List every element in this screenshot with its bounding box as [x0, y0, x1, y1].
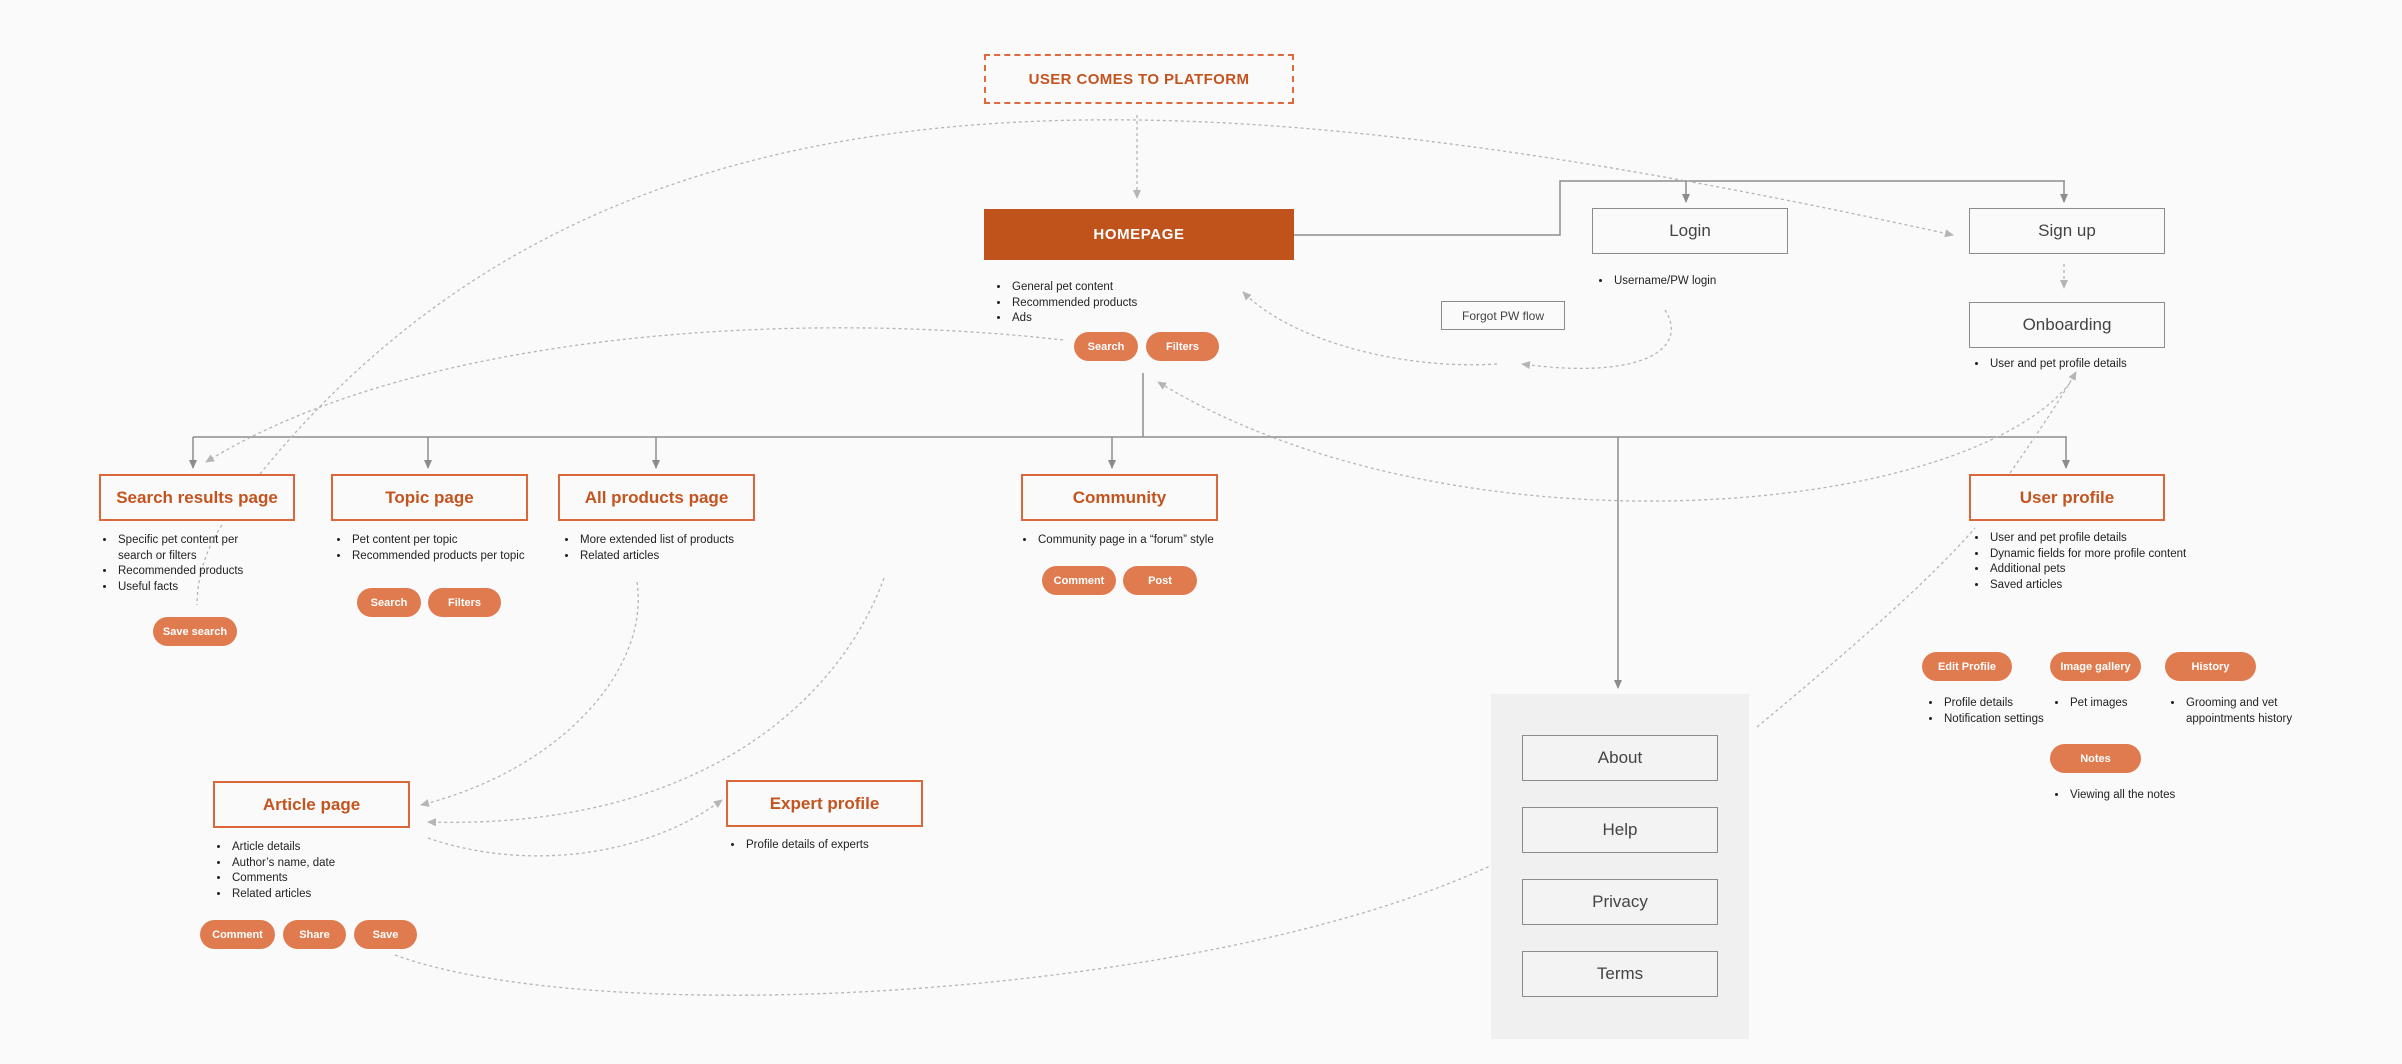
list-item: Article details [230, 840, 400, 856]
list-item: Related articles [230, 887, 400, 903]
edit-profile-notes: Profile details Notification settings [1930, 696, 2072, 727]
search-results-notes: Specific pet content per search or filte… [104, 533, 266, 595]
list-item: Recommended products [116, 564, 266, 580]
save-search-button[interactable]: Save search [153, 617, 237, 646]
list-item: Dynamic fields for more profile content [1988, 547, 2188, 563]
list-item: Comments [230, 871, 400, 887]
start-node: USER COMES TO PLATFORM [984, 54, 1294, 104]
homepage-node[interactable]: HOMEPAGE [984, 209, 1294, 260]
help-link[interactable]: Help [1522, 807, 1718, 853]
image-gallery-notes: Pet images [2056, 696, 2168, 712]
onboarding-notes: User and pet profile details [1976, 357, 2208, 373]
community-comment-button[interactable]: Comment [1042, 566, 1116, 595]
list-item: Grooming and vet appointments history [2184, 696, 2324, 727]
signup-node[interactable]: Sign up [1969, 208, 2165, 254]
list-item: Viewing all the notes [2068, 788, 2228, 804]
list-item: Profile details [1942, 696, 2072, 712]
homepage-search-button[interactable]: Search [1074, 332, 1138, 361]
community-notes: Community page in a “forum” style [1024, 533, 1246, 549]
list-item: Specific pet content per search or filte… [116, 533, 266, 564]
notes-notes: Viewing all the notes [2056, 788, 2228, 804]
article-page-node[interactable]: Article page [213, 781, 410, 828]
list-item: More extended list of products [578, 533, 778, 549]
list-item: Profile details of experts [744, 838, 944, 854]
expert-profile-notes: Profile details of experts [732, 838, 944, 854]
privacy-link[interactable]: Privacy [1522, 879, 1718, 925]
about-link[interactable]: About [1522, 735, 1718, 781]
history-notes: Grooming and vet appointments history [2172, 696, 2324, 727]
list-item: General pet content [1010, 280, 1250, 296]
article-save-button[interactable]: Save [354, 920, 417, 949]
login-node[interactable]: Login [1592, 208, 1788, 254]
list-item: Useful facts [116, 580, 266, 596]
list-item: Ads [1010, 311, 1250, 327]
list-item: Community page in a “forum” style [1036, 533, 1246, 549]
list-item: Pet images [2068, 696, 2168, 712]
list-item: Username/PW login [1612, 274, 1792, 290]
all-products-node[interactable]: All products page [558, 474, 755, 521]
list-item: Pet content per topic [350, 533, 560, 549]
notes-button[interactable]: Notes [2050, 744, 2141, 773]
login-notes: Username/PW login [1600, 274, 1792, 290]
expert-profile-node[interactable]: Expert profile [726, 780, 923, 827]
list-item: Recommended products [1010, 296, 1250, 312]
list-item: Author’s name, date [230, 856, 400, 872]
user-profile-node[interactable]: User profile [1969, 474, 2165, 521]
community-post-button[interactable]: Post [1123, 566, 1197, 595]
history-button[interactable]: History [2165, 652, 2256, 681]
topic-search-button[interactable]: Search [357, 588, 421, 617]
topic-page-node[interactable]: Topic page [331, 474, 528, 521]
list-item: Additional pets [1988, 562, 2188, 578]
search-results-node[interactable]: Search results page [99, 474, 295, 521]
homepage-notes: General pet content Recommended products… [998, 280, 1250, 327]
onboarding-node[interactable]: Onboarding [1969, 302, 2165, 348]
list-item: User and pet profile details [1988, 357, 2208, 373]
edit-profile-button[interactable]: Edit Profile [1922, 652, 2012, 681]
list-item: Recommended products per topic [350, 549, 560, 565]
terms-link[interactable]: Terms [1522, 951, 1718, 997]
article-share-button[interactable]: Share [283, 920, 346, 949]
article-comment-button[interactable]: Comment [200, 920, 275, 949]
list-item: User and pet profile details [1988, 531, 2188, 547]
homepage-filters-button[interactable]: Filters [1146, 332, 1219, 361]
topic-filters-button[interactable]: Filters [428, 588, 501, 617]
topic-page-notes: Pet content per topic Recommended produc… [338, 533, 560, 564]
user-profile-notes: User and pet profile details Dynamic fie… [1976, 531, 2188, 593]
list-item: Related articles [578, 549, 778, 565]
list-item: Notification settings [1942, 712, 2072, 728]
forgot-password-node[interactable]: Forgot PW flow [1441, 301, 1565, 330]
all-products-notes: More extended list of products Related a… [566, 533, 778, 564]
image-gallery-button[interactable]: Image gallery [2050, 652, 2141, 681]
article-page-notes: Article details Author’s name, date Comm… [218, 840, 400, 902]
community-node[interactable]: Community [1021, 474, 1218, 521]
list-item: Saved articles [1988, 578, 2188, 594]
